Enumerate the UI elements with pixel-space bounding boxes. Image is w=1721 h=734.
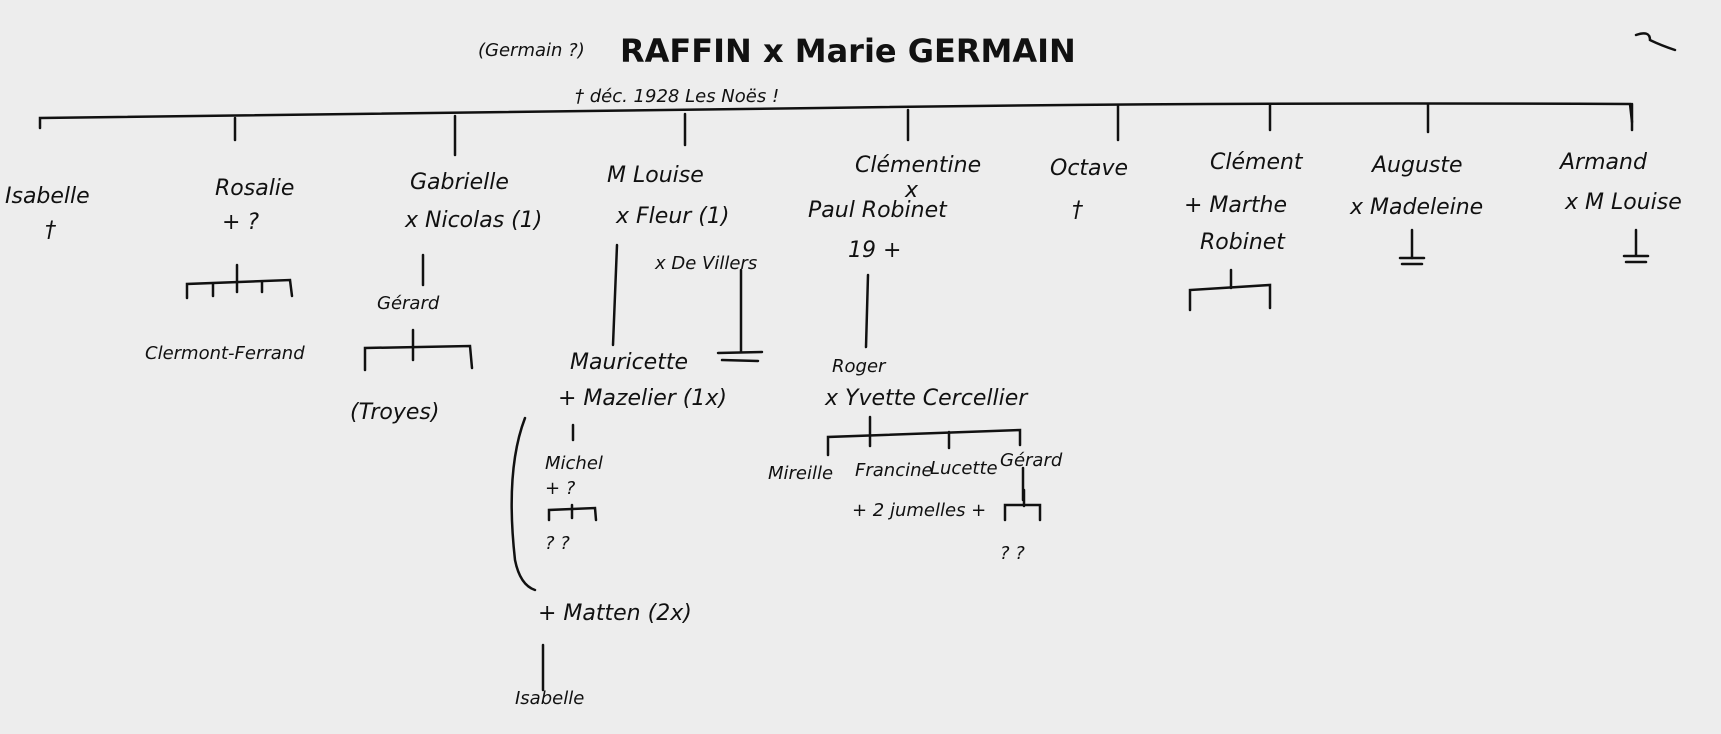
great-grandchild-name: Francine — [855, 460, 933, 481]
child-spouse: x M Louise — [1565, 190, 1682, 215]
grandchild-spouse-2: + Matten (2x) — [538, 601, 692, 626]
child-name: Clément — [1210, 150, 1303, 175]
grandchild-spouse: x Yvette Cercellier — [825, 386, 1028, 411]
header-note: (Germain ?) — [478, 40, 585, 61]
child-name: Octave — [1050, 156, 1129, 181]
child-spouse: x Madeleine — [1350, 195, 1484, 220]
child-spouse: x Fleur (1) — [616, 204, 730, 229]
great-great-grandchildren: ? ? — [1000, 543, 1025, 564]
child-spouse: + Marthe — [1184, 193, 1288, 218]
child-spouse-surname: Robinet — [1200, 230, 1285, 255]
twins-note: + 2 jumelles + — [852, 500, 987, 521]
child-spouse: x Nicolas (1) — [405, 208, 543, 233]
great-grandchild-name: Michel — [545, 453, 603, 474]
grandchild-name: Gérard — [377, 293, 440, 314]
great-grandchild-name: Lucette — [930, 458, 998, 479]
great-grandchild-name: Gérard — [1000, 450, 1063, 471]
great-grandchild-name: Mireille — [768, 463, 834, 484]
child-note: + ? — [222, 210, 260, 235]
great-grandchild-name: Isabelle — [515, 688, 585, 709]
child-spouse: Paul Robinet — [808, 198, 947, 223]
child-note: 19 + — [848, 238, 902, 263]
couple-title: RAFFIN x Marie GERMAIN — [620, 32, 1076, 70]
grandchild-name: Mauricette — [570, 350, 688, 375]
child-note: † — [1072, 198, 1083, 223]
child-name: Auguste — [1372, 153, 1463, 178]
child-note: † — [45, 218, 56, 243]
grandchild-name: Roger — [832, 356, 886, 377]
place: (Troyes) — [350, 400, 440, 425]
child-name: Armand — [1560, 150, 1647, 175]
child-name: Isabelle — [5, 184, 90, 209]
marriage-x: x — [905, 178, 919, 203]
child-name: Clémentine — [855, 153, 982, 178]
grandchild-spouse: + Mazelier (1x) — [558, 386, 727, 411]
child-spouse-2: x De Villers — [655, 253, 758, 274]
death-note: † déc. 1928 Les Noës ! — [575, 86, 780, 107]
child-name: Gabrielle — [410, 170, 509, 195]
child-name: M Louise — [607, 163, 704, 188]
great-grandchild-spouse: + ? — [545, 478, 576, 499]
place: Clermont-Ferrand — [145, 343, 305, 364]
great-great-grandchildren: ? ? — [545, 533, 570, 554]
child-name: Rosalie — [215, 176, 295, 201]
